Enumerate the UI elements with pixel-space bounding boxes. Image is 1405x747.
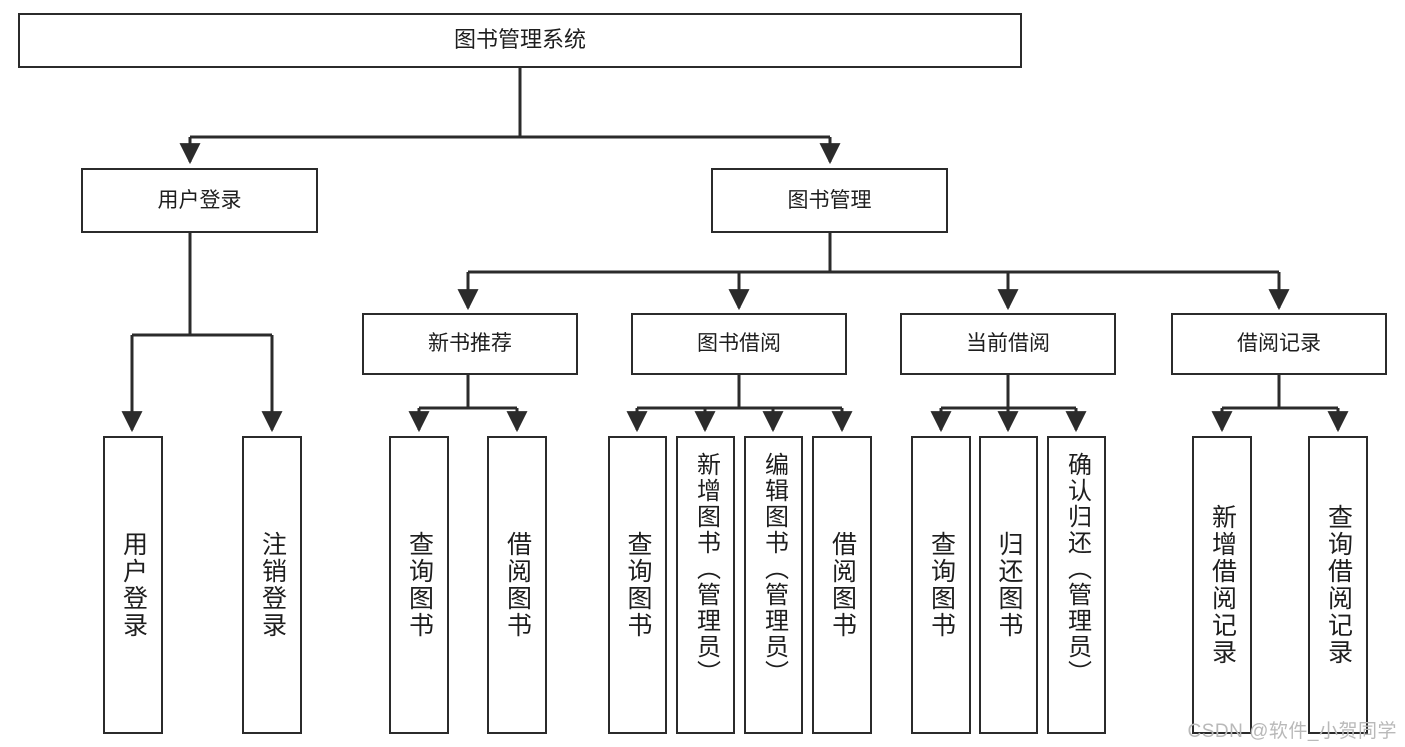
leaf-borrow-add-book-admin[interactable]: 新增图书（管理员） <box>676 436 735 734</box>
node-label: 查询图书 <box>927 531 956 639</box>
node-label: 新增图书（管理员） <box>692 452 720 686</box>
leaf-current-query-book[interactable]: 查询图书 <box>911 436 971 734</box>
node-new-book-recommend[interactable]: 新书推荐 <box>362 313 578 375</box>
node-label: 确认归还（管理员） <box>1063 452 1091 686</box>
node-label: 借阅记录 <box>1237 332 1321 356</box>
node-user-login[interactable]: 用户登录 <box>81 168 318 233</box>
csdn-watermark: CSDN @软件_小贺同学 <box>1187 721 1397 742</box>
node-label: 图书管理系统 <box>453 27 586 53</box>
leaf-record-add-record[interactable]: 新增借阅记录 <box>1192 436 1252 734</box>
leaf-record-query-record[interactable]: 查询借阅记录 <box>1308 436 1368 734</box>
node-label: 用户登录 <box>119 531 148 639</box>
node-label: 借阅图书 <box>828 531 857 639</box>
leaf-logout-login[interactable]: 注销登录 <box>242 436 302 734</box>
leaf-borrow-query-book[interactable]: 查询图书 <box>608 436 667 734</box>
leaf-recommend-borrow-book[interactable]: 借阅图书 <box>487 436 547 734</box>
leaf-current-return-book[interactable]: 归还图书 <box>979 436 1038 734</box>
node-book-borrow[interactable]: 图书借阅 <box>631 313 847 375</box>
node-label: 新增借阅记录 <box>1208 504 1237 666</box>
node-label: 借阅图书 <box>503 531 532 639</box>
node-label: 查询图书 <box>405 531 434 639</box>
leaf-user-login[interactable]: 用户登录 <box>103 436 163 734</box>
node-label: 图书管理 <box>787 188 872 212</box>
node-label: 归还图书 <box>995 531 1023 639</box>
node-label: 图书借阅 <box>697 332 781 356</box>
node-label: 新书推荐 <box>428 332 512 356</box>
node-label: 当前借阅 <box>966 332 1050 356</box>
node-borrow-record[interactable]: 借阅记录 <box>1171 313 1387 375</box>
node-book-management[interactable]: 图书管理 <box>711 168 948 233</box>
node-label: 用户登录 <box>157 188 242 212</box>
node-label: 编辑图书（管理员） <box>760 452 788 686</box>
node-root-system[interactable]: 图书管理系统 <box>18 13 1022 68</box>
leaf-recommend-query-book[interactable]: 查询图书 <box>389 436 449 734</box>
node-label: 查询借阅记录 <box>1324 504 1353 666</box>
leaf-current-confirm-return-admin[interactable]: 确认归还（管理员） <box>1047 436 1106 734</box>
node-label: 查询图书 <box>624 531 652 639</box>
leaf-borrow-edit-book-admin[interactable]: 编辑图书（管理员） <box>744 436 803 734</box>
node-label: 注销登录 <box>258 531 287 639</box>
leaf-borrow-borrow-book[interactable]: 借阅图书 <box>812 436 872 734</box>
node-current-borrow[interactable]: 当前借阅 <box>900 313 1116 375</box>
